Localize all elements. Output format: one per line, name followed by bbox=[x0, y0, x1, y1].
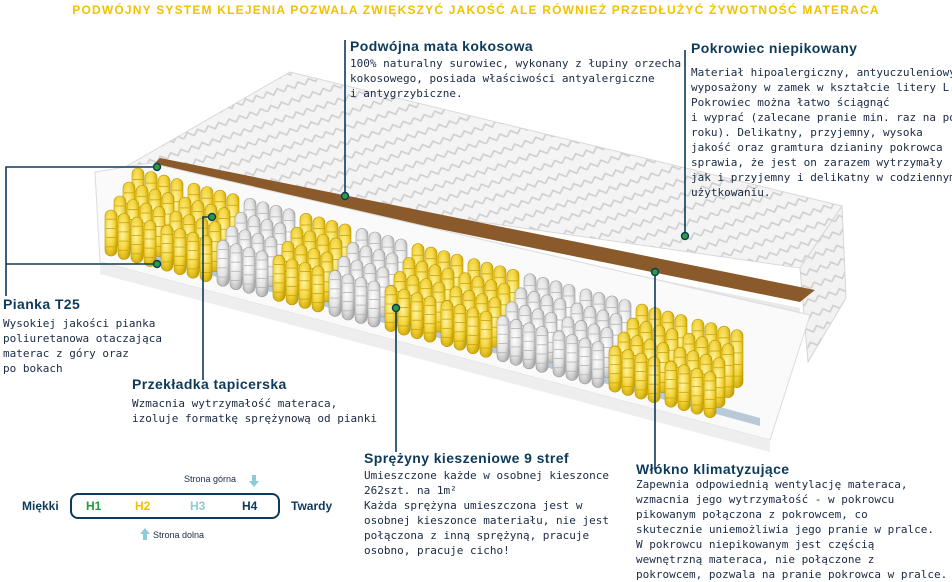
spring-core bbox=[104, 167, 744, 419]
foam-title: Pianka T25 bbox=[3, 296, 81, 312]
pocket-spring bbox=[509, 319, 523, 366]
pocket-spring bbox=[703, 371, 717, 419]
pocket-spring bbox=[104, 209, 118, 257]
pocket-spring bbox=[160, 224, 174, 272]
pocket-spring bbox=[496, 315, 510, 363]
pocket-spring bbox=[565, 334, 579, 381]
pocket-spring bbox=[479, 310, 493, 358]
pocket-spring bbox=[647, 356, 661, 403]
spacer-text: Wzmacnia wytrzymałość materaca, izoluje … bbox=[132, 397, 378, 425]
pocket-spring bbox=[664, 360, 678, 408]
pocket-spring bbox=[634, 352, 648, 400]
down-arrow-icon bbox=[249, 475, 259, 487]
pocket-spring bbox=[440, 300, 454, 348]
fiber-title: Włókno klimatyzujące bbox=[636, 461, 790, 477]
pocket-spring bbox=[522, 322, 536, 370]
pocket-spring bbox=[298, 262, 312, 309]
pocket-spring bbox=[552, 330, 566, 378]
pocket-spring bbox=[173, 228, 187, 275]
up-arrow-icon bbox=[140, 528, 150, 540]
pocket-spring bbox=[410, 292, 424, 339]
pocket-spring bbox=[423, 295, 437, 343]
level-h1: H1 bbox=[86, 499, 102, 513]
pocket-spring bbox=[677, 364, 691, 412]
pocket-spring bbox=[608, 345, 622, 393]
bottom-side-label: Strona dolna bbox=[153, 530, 205, 540]
top-cover bbox=[118, 71, 847, 364]
pocket-spring bbox=[242, 246, 256, 294]
pocket-spring bbox=[285, 258, 299, 306]
hard-label: Twardy bbox=[291, 499, 333, 513]
pocket-spring bbox=[621, 349, 635, 396]
pocket-spring bbox=[341, 273, 355, 321]
fiber-text: Zapewnia odpowiednią wentylację materaca… bbox=[636, 478, 948, 581]
pocket-spring bbox=[367, 280, 381, 328]
pocket-spring bbox=[328, 270, 342, 317]
pocket-spring bbox=[578, 337, 592, 385]
springs-title: Sprężyny kieszeniowe 9 stref bbox=[364, 450, 569, 466]
pocket-spring bbox=[186, 231, 200, 279]
springs-text: Umieszczone każde w osobnej kieszonce 26… bbox=[364, 469, 610, 557]
level-h3: H3 bbox=[190, 499, 206, 513]
soft-label: Miękki bbox=[22, 499, 59, 513]
top-side-label: Strona górna bbox=[184, 474, 237, 484]
pocket-spring bbox=[354, 277, 368, 324]
cover-text: Materiał hipoalergiczny, antyuczuleniowy… bbox=[691, 66, 952, 199]
pocket-spring bbox=[535, 326, 549, 373]
pocket-spring bbox=[690, 367, 704, 415]
level-h2: H2 bbox=[135, 499, 151, 513]
banner: PODWÓJNY SYSTEM KLEJENIA POZWALA ZWIĘKSZ… bbox=[72, 3, 880, 17]
level-h4: H4 bbox=[242, 499, 258, 513]
coconut-title: Podwójna mata kokosowa bbox=[350, 38, 534, 54]
pointer-dots bbox=[152, 162, 690, 313]
pocket-spring bbox=[397, 288, 411, 336]
pocket-spring bbox=[216, 239, 230, 287]
pocket-spring bbox=[466, 307, 480, 355]
cover-title: Pokrowiec niepikowany bbox=[691, 40, 858, 56]
pocket-spring bbox=[199, 235, 213, 282]
pocket-spring bbox=[311, 265, 325, 313]
pocket-spring bbox=[130, 216, 144, 264]
pocket-spring bbox=[591, 341, 605, 388]
pocket-spring bbox=[453, 303, 467, 351]
pocket-spring bbox=[229, 243, 243, 291]
pocket-spring bbox=[255, 250, 269, 298]
foam-text: Wysokiej jakości pianka poliuretanowa ot… bbox=[3, 317, 162, 375]
pocket-spring bbox=[117, 213, 131, 260]
coconut-mat bbox=[148, 158, 815, 302]
hardness-scale bbox=[70, 493, 280, 519]
pocket-spring bbox=[272, 255, 286, 302]
coconut-text: 100% naturalny surowiec, wykonany z łupi… bbox=[350, 57, 682, 100]
spacer-title: Przekładka tapicerska bbox=[132, 376, 287, 392]
pocket-spring bbox=[143, 220, 157, 267]
